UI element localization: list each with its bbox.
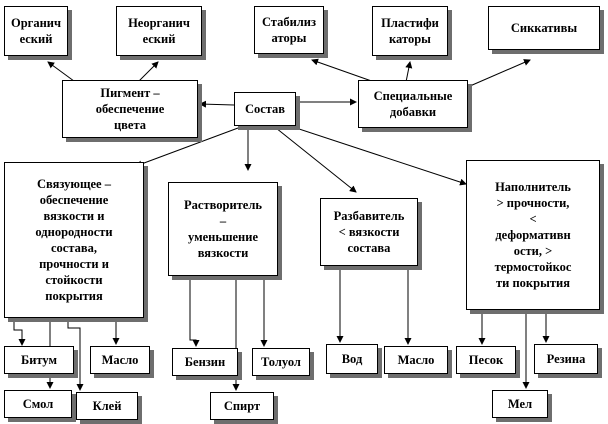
node-benzene: Бензин [172,348,238,376]
arrow-pigment-inorganic [137,61,159,83]
node-oil-diluent: Масло [384,346,448,374]
arrow-binder-bitumen [13,318,26,346]
node-filler: Наполнитель > прочности, < деформативн о… [466,160,600,310]
node-alcohol: Спирт [210,392,274,420]
node-siccatives: Сиккативы [488,6,600,50]
arrow-solvent-benzene [189,276,200,347]
node-composition: Состав [234,92,296,126]
node-sand: Песок [456,346,516,374]
node-rubber: Резина [534,344,598,374]
node-resin: Смол [4,390,72,418]
node-bitumen: Битум [4,346,74,374]
arrow-binder-glue [67,318,84,391]
node-glue: Клей [76,392,138,420]
arrow-composition-filler [289,125,467,186]
node-chalk: Мел [492,390,548,418]
node-special: Специальные добавки [358,80,468,128]
arrow-special-siccatives [469,59,531,87]
node-oil-binder: Масло [90,346,150,374]
arrow-composition-binder [135,127,239,168]
node-stabilizers: Стабилиз аторы [254,6,324,54]
node-inorganic: Неорганич еский [116,6,202,56]
node-plasticizers: Пластифи каторы [372,6,448,56]
node-toluene: Толуол [252,348,310,376]
node-diluent: Разбавитель < вязкости состава [320,198,418,266]
node-organic: Органич еский [4,6,68,56]
arrow-composition-diluent [275,127,357,193]
arrow-composition-pigment [199,100,235,108]
node-binder: Связующее – обеспечение вязкости и однор… [4,162,144,318]
node-solvent: Растворитель – уменьшение вязкости [168,182,278,276]
node-pigment: Пигмент – обеспечение цвета [62,80,198,138]
node-water: Вод [326,344,378,374]
arrow-special-plasticizers [405,61,413,83]
